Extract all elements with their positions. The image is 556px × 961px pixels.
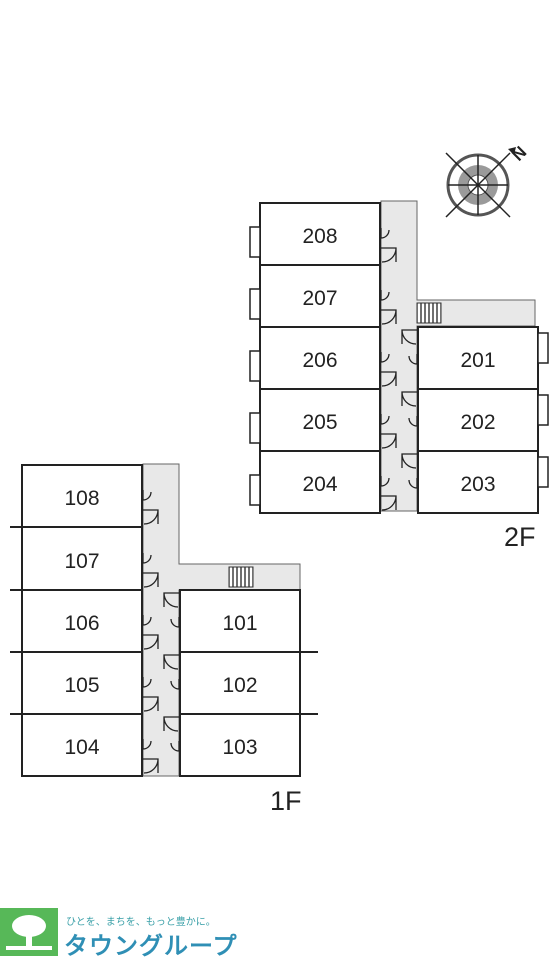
unit-label-206: 206	[302, 349, 337, 372]
logo-company-name: タウングループ	[64, 932, 238, 960]
unit-108	[21, 464, 143, 528]
floor-1f: 108 107 106 105 104 101 102 103 1F	[10, 463, 318, 816]
doors-1f-right	[163, 592, 180, 752]
staircase-2f	[416, 302, 442, 324]
balconies-2f-right	[537, 332, 549, 488]
unit-207	[259, 264, 381, 328]
compass-icon: N	[445, 143, 530, 218]
doors-2f-right	[401, 329, 418, 489]
unit-label-106: 106	[64, 612, 99, 635]
floor-2f: 208 207 206 205 204 201 202 203 2F	[249, 200, 549, 552]
town-group-logo	[0, 908, 58, 956]
unit-label-103: 103	[222, 736, 257, 759]
unit-label-201: 201	[460, 349, 495, 372]
unit-label-107: 107	[64, 550, 99, 573]
unit-label-104: 104	[64, 736, 99, 759]
doors-1f-left	[142, 490, 159, 774]
unit-label-207: 207	[302, 287, 337, 310]
floor-label-1f: 1F	[270, 786, 302, 816]
unit-204	[259, 450, 381, 514]
logo-tagline: ひとを、まちを、もっと豊かに。	[66, 917, 216, 928]
unit-label-208: 208	[302, 225, 337, 248]
unit-label-205: 205	[302, 411, 337, 434]
staircase-1f	[228, 566, 254, 588]
unit-103	[179, 713, 301, 777]
doors-2f-left	[380, 228, 397, 511]
floor-label-2f: 2F	[504, 522, 536, 552]
unit-label-105: 105	[64, 674, 99, 697]
unit-201	[417, 326, 539, 390]
unit-202	[417, 388, 539, 452]
unit-label-108: 108	[64, 487, 99, 510]
unit-105	[21, 651, 143, 715]
unit-label-204: 204	[302, 473, 337, 496]
unit-104	[21, 713, 143, 777]
unit-label-203: 203	[460, 473, 495, 496]
unit-106	[21, 589, 143, 653]
unit-101	[179, 589, 301, 653]
unit-107	[21, 526, 143, 591]
unit-203	[417, 450, 539, 514]
unit-label-202: 202	[460, 411, 495, 434]
unit-label-101: 101	[222, 612, 257, 635]
unit-102	[179, 651, 301, 715]
compass-north-label: N	[508, 143, 530, 165]
balconies-2f-left	[249, 226, 261, 506]
tree-icon	[6, 915, 52, 950]
unit-label-102: 102	[222, 674, 257, 697]
